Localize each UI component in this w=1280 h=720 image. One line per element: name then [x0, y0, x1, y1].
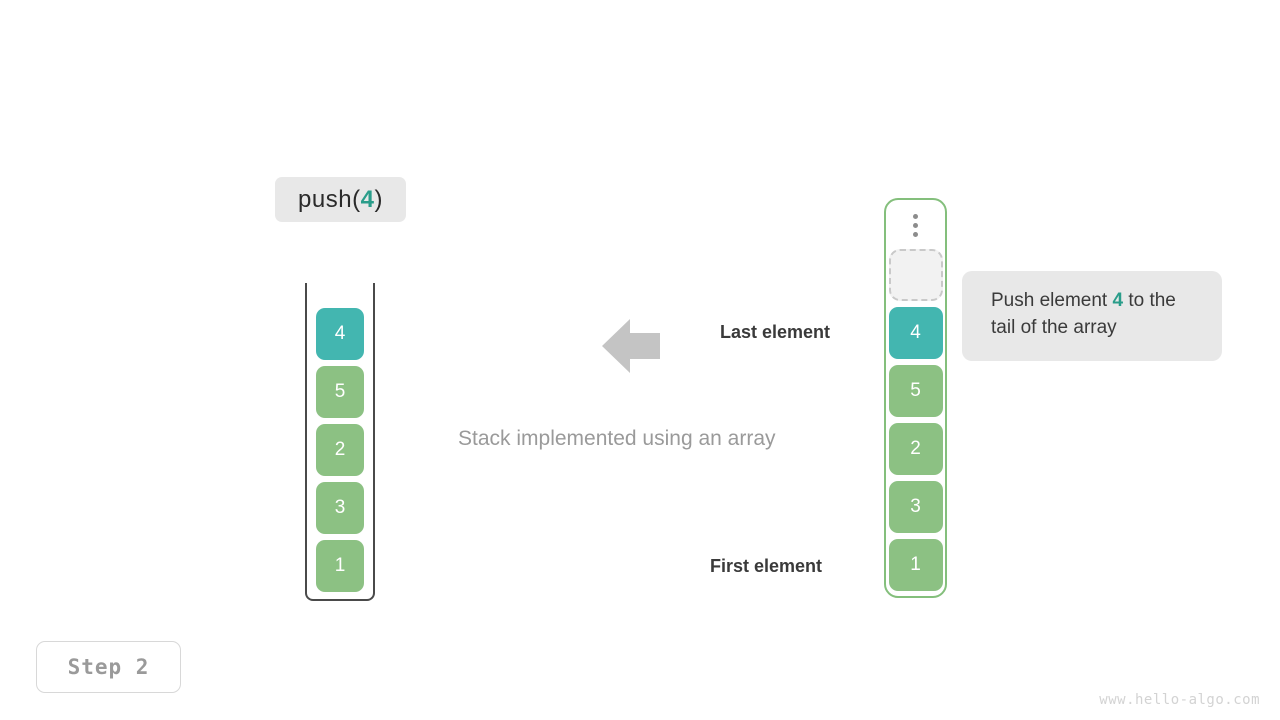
- array-cell: 5: [888, 365, 943, 417]
- callout-text-after: to: [1123, 290, 1145, 311]
- operation-prefix: push(: [298, 185, 361, 213]
- array-cell: 4: [888, 307, 943, 359]
- stack-cell: 5: [316, 366, 364, 418]
- array-empty-slot: [888, 249, 943, 301]
- stack-vessel: 4 5 2 3 1: [305, 283, 375, 601]
- array-cell: 2: [888, 423, 943, 475]
- array-vessel: 4 5 2 3 1: [884, 198, 947, 598]
- array-cell: 1: [888, 539, 943, 591]
- watermark: www.hello-algo.com: [1099, 692, 1260, 708]
- operation-suffix: ): [374, 185, 383, 213]
- last-element-label: Last element: [720, 322, 831, 342]
- callout-line-2: the tail of the array: [991, 290, 1176, 338]
- callout-accent-value: 4: [1112, 290, 1124, 311]
- operation-argument: 4: [360, 185, 375, 213]
- stack-cell: 1: [316, 540, 364, 592]
- step-badge: Step 2: [36, 641, 181, 693]
- callout-tooltip: Push element 4 to the tail of the array: [962, 271, 1222, 361]
- stack-caption: Stack implemented using an array: [458, 427, 776, 450]
- arrow-left-icon: [602, 318, 660, 374]
- callout-text-before: Push element: [991, 290, 1113, 311]
- array-cell: 3: [888, 481, 943, 533]
- first-element-label: First element: [710, 556, 823, 576]
- vertical-ellipsis-icon: [886, 214, 945, 237]
- stack-cell: 3: [316, 482, 364, 534]
- stack-cell: 4: [316, 308, 364, 360]
- stack-cell: 2: [316, 424, 364, 476]
- operation-label: push(4): [275, 177, 406, 222]
